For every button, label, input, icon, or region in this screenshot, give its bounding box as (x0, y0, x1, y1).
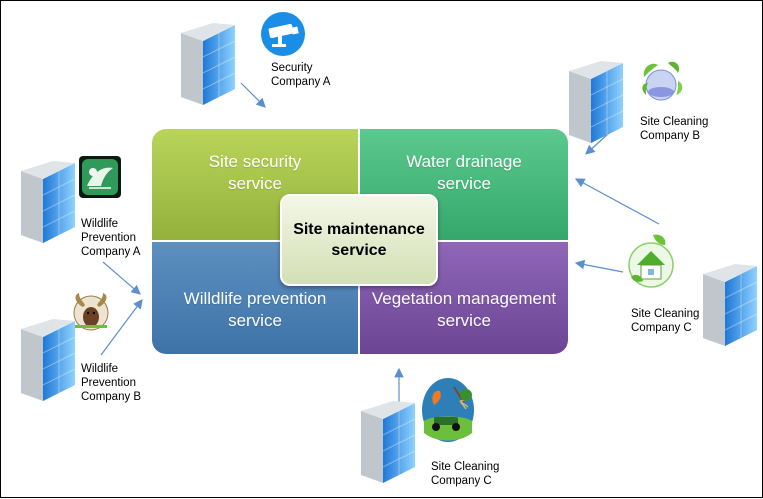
building-icon (181, 23, 236, 105)
building-icon (21, 161, 76, 243)
green-leaves-icon (642, 61, 683, 101)
wildlife-prevention-company-a-label: Wildlife Prevention Company A (81, 218, 141, 258)
building-icon (703, 264, 758, 346)
security-camera-icon (261, 12, 305, 56)
site-maintenance-center: Site maintenance service (280, 194, 438, 286)
arrow-cleaning-b (585, 132, 610, 155)
arrow-cleaning-c-right-2 (574, 259, 624, 273)
security-company-a-label: Security Company A (271, 62, 331, 88)
green-house-icon (628, 234, 674, 288)
building-icon (569, 61, 624, 143)
site-security-label: Site security service (208, 152, 302, 193)
arrow-wildlife-b (100, 299, 143, 356)
bird-icon (79, 156, 121, 198)
site-cleaning-company-c-right-label: Site Cleaning Company C (631, 308, 700, 334)
arrow-cleaning-c-right-1 (574, 178, 660, 225)
site-cleaning-company-c-bottom-label: Site Cleaning Company C (431, 461, 500, 487)
arrow-security-a (240, 82, 266, 108)
building-icon (21, 319, 76, 401)
wildlife-prevention-company-b-label: Wildlife Prevention Company B (81, 363, 142, 403)
moose-icon (73, 293, 109, 331)
arrow-wildlife-a (102, 261, 141, 295)
vegetation-management-label: Vegetation management service (371, 289, 557, 330)
site-maintenance-label: Site maintenance service (293, 221, 425, 259)
water-drainage-label: Water drainage service (406, 152, 522, 193)
site-cleaning-company-b-label: Site Cleaning Company B (640, 116, 709, 142)
wildlife-prevention-label: Willdlife prevention service (183, 289, 327, 330)
lawn-mower-icon (422, 378, 474, 442)
building-icon (361, 401, 416, 483)
